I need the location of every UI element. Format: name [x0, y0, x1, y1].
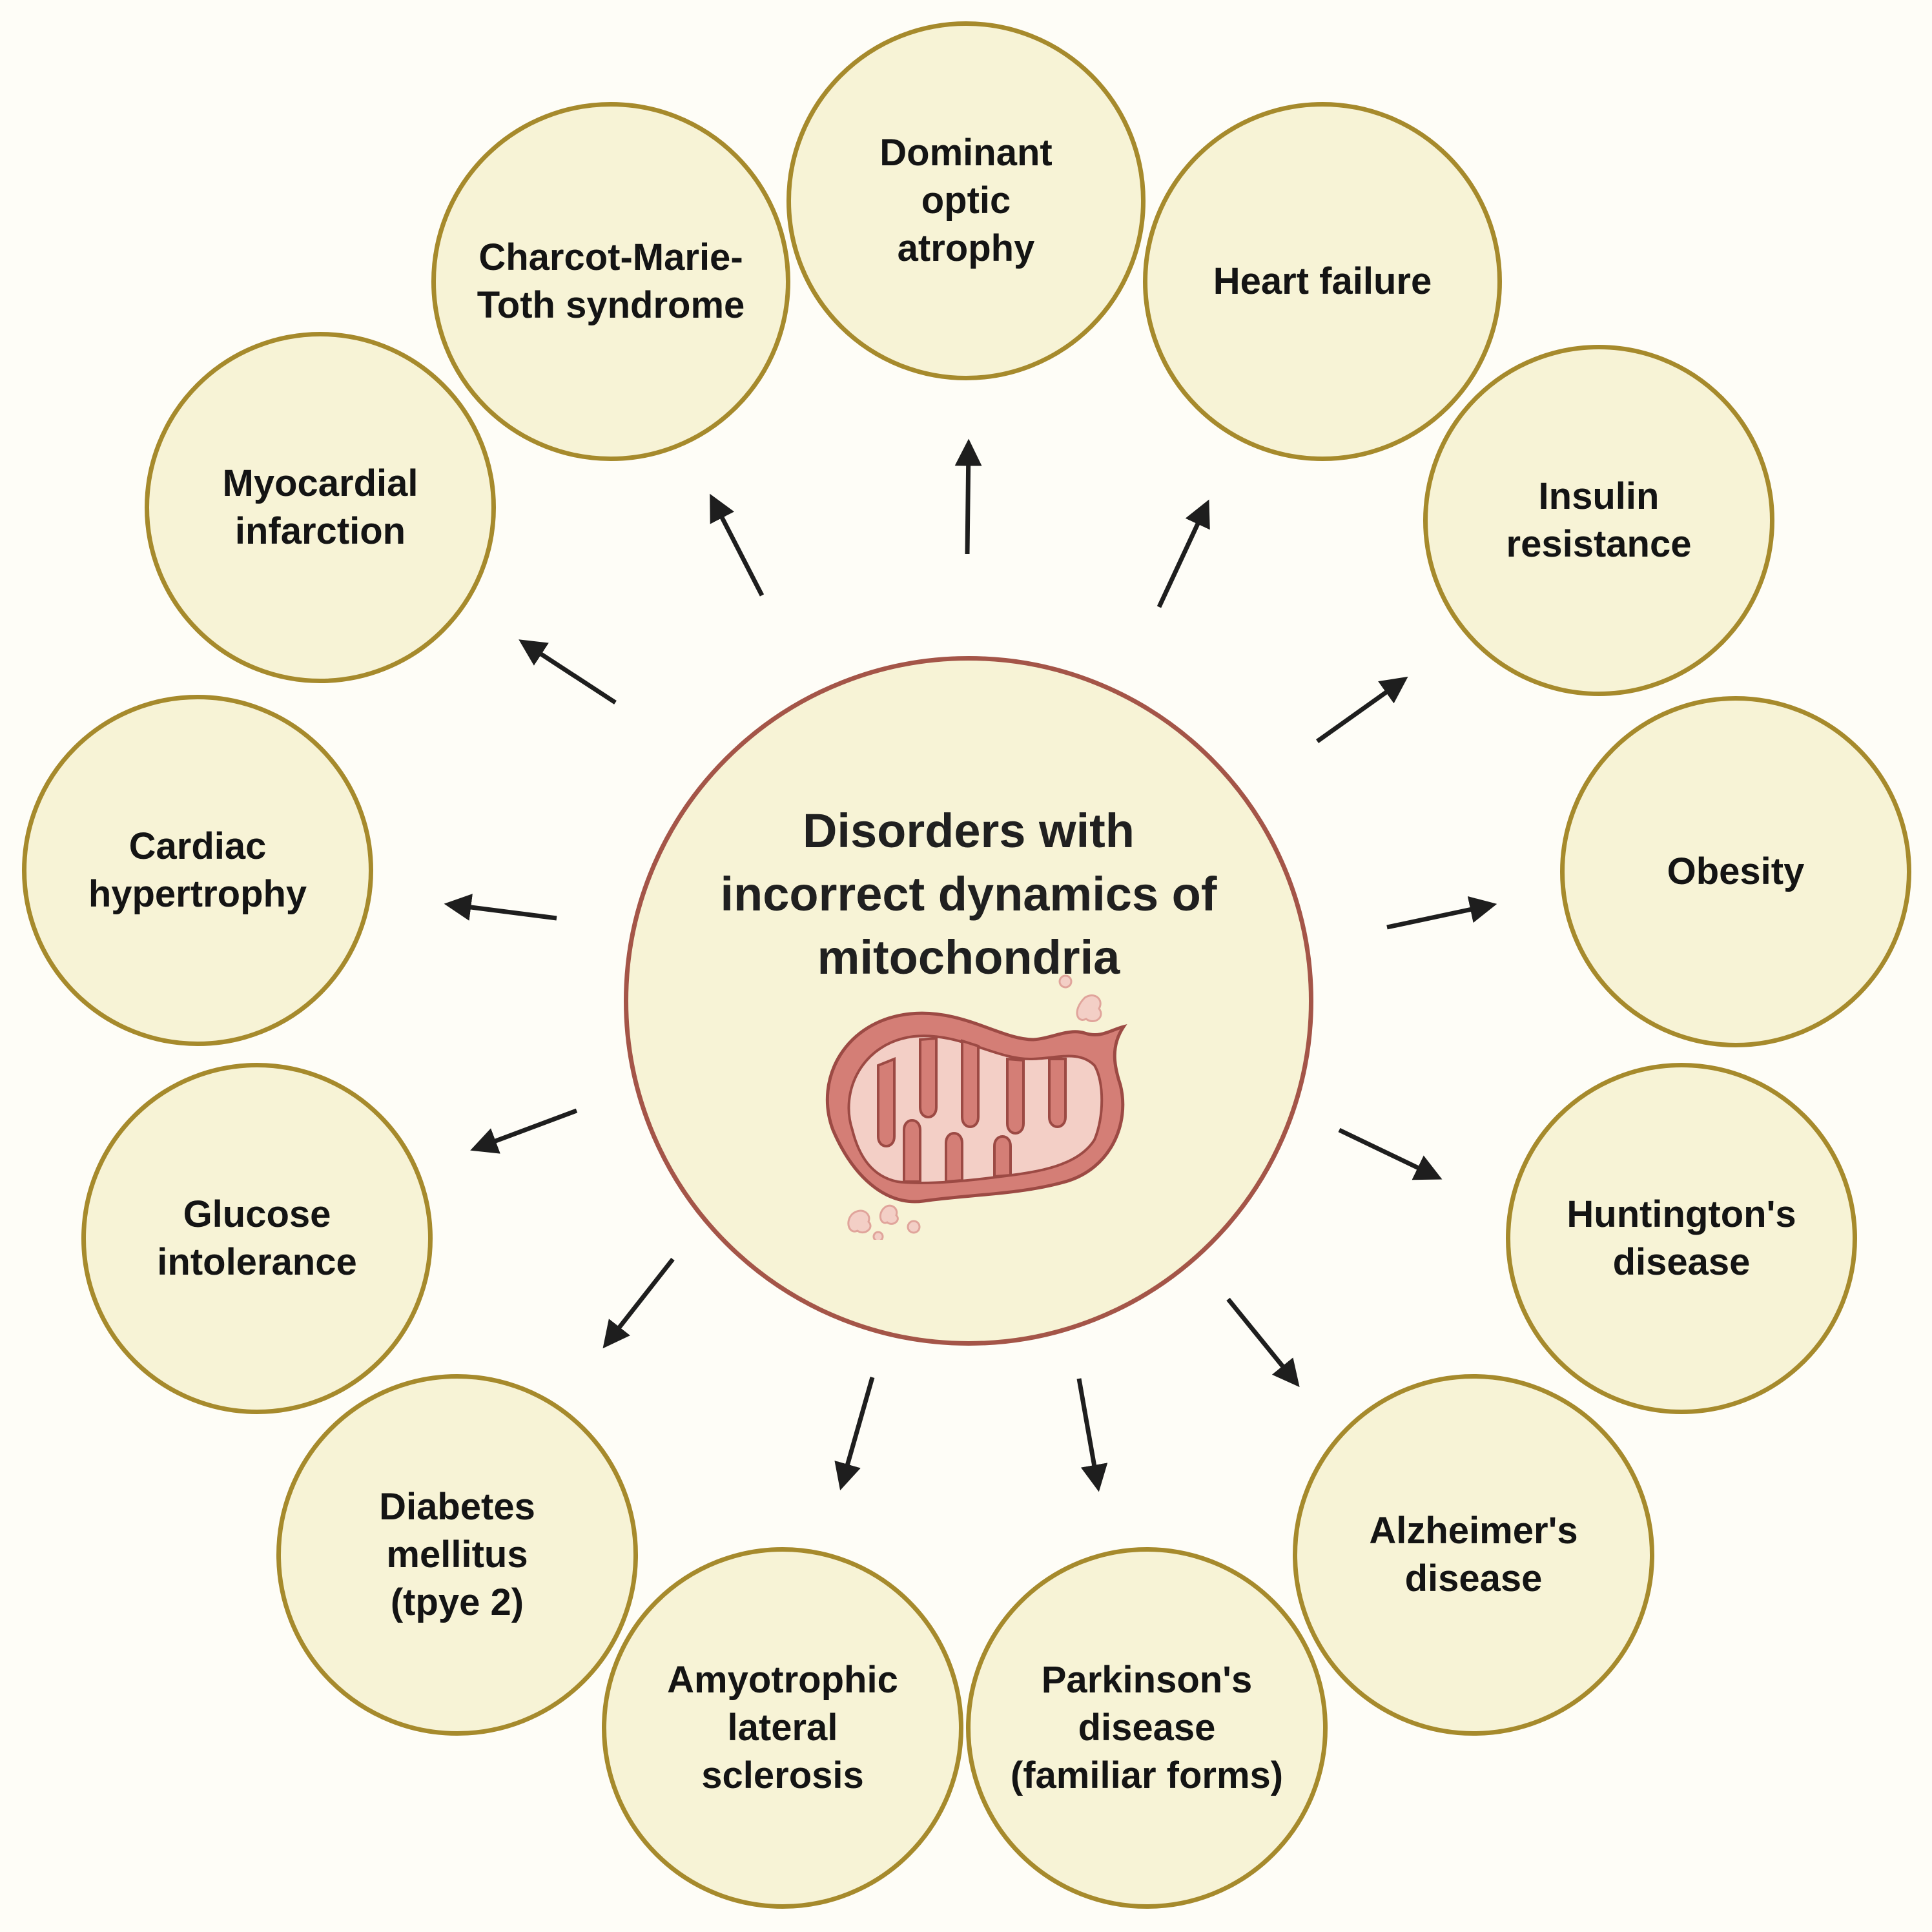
disorder-label: Diabetes mellitus (tpye 2)	[379, 1486, 535, 1623]
disorder-circle-dominant-optic-atrophy: Dominant optic atrophy	[786, 21, 1146, 380]
disorder-label: Cardiac hypertrophy	[88, 825, 307, 915]
arrow-to-heart-failure	[1156, 499, 1210, 608]
disorder-circle-charcot-marie-tooth-syndrome: Charcot-Marie- Toth syndrome	[431, 102, 790, 461]
arrow-to-myocardial-infarction	[519, 639, 617, 704]
disorder-label: Alzheimer's disease	[1369, 1510, 1578, 1599]
disorder-label: Glucose intolerance	[157, 1193, 357, 1283]
disorder-circle-heart-failure: Heart failure	[1143, 102, 1502, 461]
arrow-to-parkinsons-disease	[1076, 1378, 1108, 1492]
mitochondrion-icon	[825, 974, 1127, 1240]
disorder-circle-obesity: Obesity	[1560, 696, 1911, 1047]
arrow-to-alzheimers-disease	[1226, 1297, 1300, 1388]
disorder-label: Insulin resistance	[1506, 475, 1692, 565]
center-circle: Disorders with incorrect dynamics of mit…	[624, 656, 1313, 1346]
arrow-to-diabetes-mellitus	[602, 1257, 675, 1349]
disorder-label: Heart failure	[1213, 260, 1432, 302]
arrow-to-glucose-intolerance	[470, 1108, 578, 1154]
disorder-label: Parkinson's disease (familiar forms)	[1010, 1659, 1284, 1796]
disorder-circle-insulin-resistance: Insulin resistance	[1423, 345, 1774, 696]
disorder-label: Dominant optic atrophy	[879, 132, 1053, 269]
disorder-circle-huntingtons-disease: Huntington's disease	[1506, 1063, 1857, 1414]
disorder-circle-myocardial-infarction: Myocardial infarction	[145, 332, 496, 683]
disorder-label: Obesity	[1667, 850, 1805, 892]
disorder-circle-glucose-intolerance: Glucose intolerance	[81, 1063, 433, 1414]
disorder-circle-diabetes-mellitus: Diabetes mellitus (tpye 2)	[276, 1374, 638, 1736]
disorder-circle-parkinsons-disease: Parkinson's disease (familiar forms)	[966, 1547, 1328, 1909]
disorder-circle-alzheimers-disease: Alzheimer's disease	[1293, 1374, 1654, 1736]
arrow-to-dominant-optic-atrophy	[954, 438, 982, 555]
disorder-label: Charcot-Marie- Toth syndrome	[477, 236, 745, 326]
disorder-circle-cardiac-hypertrophy: Cardiac hypertrophy	[22, 695, 373, 1046]
center-title: Disorders with incorrect dynamics of mit…	[720, 804, 1217, 984]
disorder-circle-amyotrophic-lateral-sclerosis: Amyotrophic lateral sclerosis	[602, 1547, 963, 1909]
arrow-to-huntingtons-disease	[1338, 1127, 1443, 1180]
disorder-label: Amyotrophic lateral sclerosis	[667, 1659, 898, 1796]
disorder-label: Myocardial infarction	[222, 462, 418, 552]
arrow-to-cardiac-hypertrophy	[444, 894, 557, 921]
arrow-to-insulin-resistance	[1315, 676, 1408, 743]
arrow-to-charcot-marie-tooth-syndrome	[710, 493, 765, 597]
arrow-to-obesity	[1386, 896, 1497, 930]
disorder-label: Huntington's disease	[1567, 1193, 1796, 1283]
arrow-to-amyotrophic-lateral-sclerosis	[834, 1377, 875, 1491]
